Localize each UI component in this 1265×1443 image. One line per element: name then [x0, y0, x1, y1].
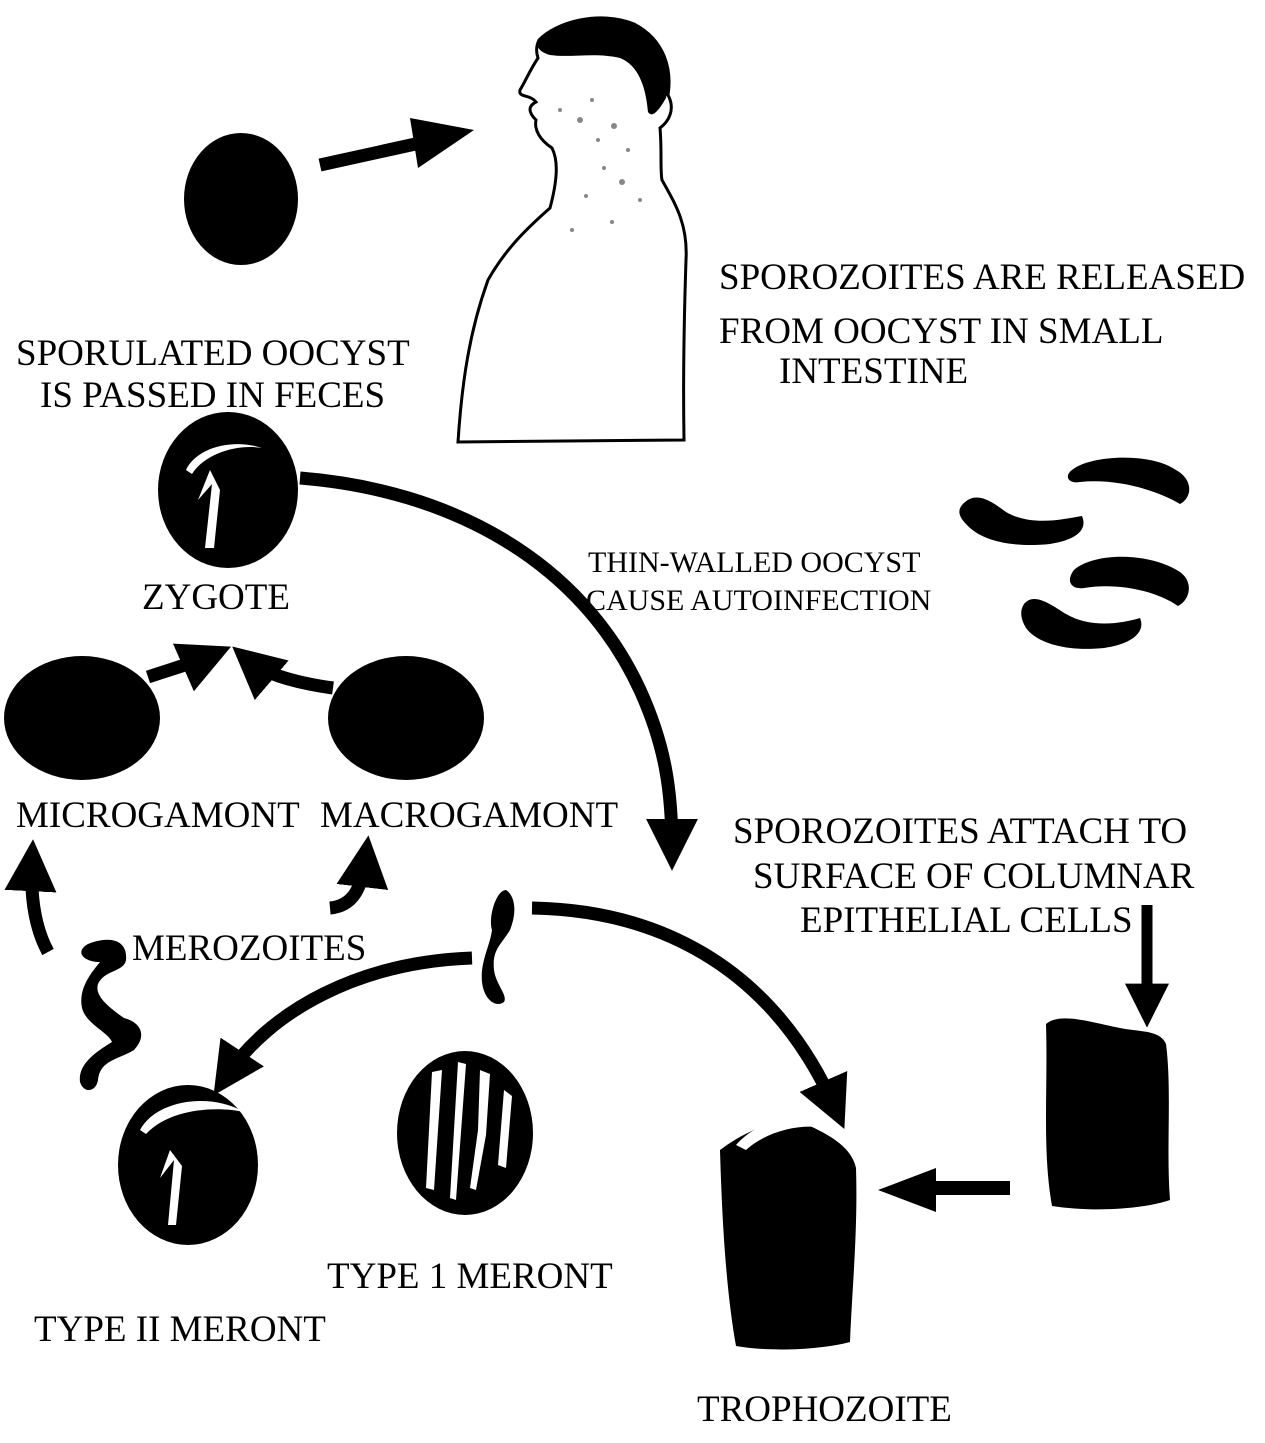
- type1-meront-cell: [397, 1051, 533, 1215]
- human-figure: [458, 17, 686, 442]
- to-trophozoite-arrow: [878, 1168, 1010, 1212]
- microgamont-cell: [4, 656, 160, 780]
- type1-meront-label: TYPE 1 MERONT: [327, 1255, 613, 1299]
- epithelial-cell-attached: [1046, 1018, 1170, 1209]
- trophozoite-label: TROPHOZOITE: [697, 1388, 952, 1432]
- type2-meront-label: TYPE II MERONT: [34, 1308, 326, 1352]
- microgamont-label: MICROGAMONT: [16, 794, 300, 838]
- macrogamont-to-zygote-arrow: [248, 660, 333, 688]
- microgamont-to-zygote-arrow: [148, 655, 212, 677]
- macrogamont-label: MACROGAMONT: [320, 794, 618, 838]
- merozoite-to-trophozoite-arrow: [532, 908, 836, 1110]
- attach-line1: SPOROZOITES ATTACH TO: [733, 810, 1187, 854]
- attach-line2: SURFACE OF COLUMNAR: [753, 855, 1194, 899]
- merozoite-to-microgamont-arrow: [32, 860, 48, 952]
- trophozoite-cell: [720, 1119, 856, 1350]
- sporozoites-released-line1: SPOROZOITES ARE RELEASED: [719, 256, 1245, 300]
- released-sporozoites: [959, 458, 1189, 649]
- merozoites-label: MEROZOITES: [132, 927, 366, 971]
- sporozoites-released-line2: FROM OOCYST IN SMALL: [719, 310, 1163, 354]
- type2-meront-cell: [118, 1085, 258, 1245]
- attach-line3: EPITHELIAL CELLS: [800, 899, 1133, 943]
- macrogamont-cell: [328, 656, 484, 780]
- ingestion-arrow: [320, 118, 474, 168]
- sporulated-oocyst-line1: SPORULATED OOCYST: [16, 332, 410, 376]
- central-merozoite: [482, 890, 515, 1004]
- thin-walled-line1: THIN-WALLED OOCYST: [588, 545, 920, 581]
- zygote-oocyst: [158, 412, 298, 568]
- merozoite-to-macrogamont-arrow: [330, 856, 366, 908]
- zygote-label: ZYGOTE: [142, 576, 290, 620]
- sporulated-oocyst-line2: IS PASSED IN FECES: [40, 374, 385, 418]
- sporozoites-released-line3: INTESTINE: [779, 350, 968, 394]
- ingested-oocyst: [184, 133, 298, 265]
- thin-walled-line2: CAUSE AUTOINFECTION: [586, 583, 931, 619]
